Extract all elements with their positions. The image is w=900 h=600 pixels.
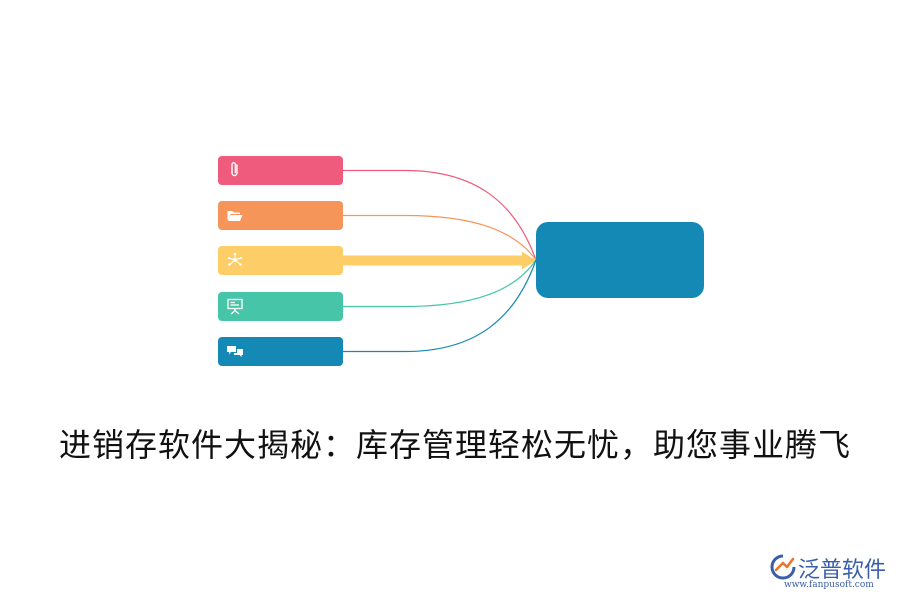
connector-line (343, 169, 537, 261)
connector-line (343, 259, 537, 353)
brand-logo: 泛普软件 www.fanpusoft.com (770, 552, 894, 592)
connector-line (343, 259, 537, 308)
brand-name: 泛普软件 (798, 558, 887, 583)
connector-line (343, 214, 537, 261)
branch-node-3 (218, 246, 343, 275)
network-icon (226, 251, 244, 269)
branch-node-1 (218, 156, 343, 185)
paperclip-icon (226, 161, 244, 179)
branch-node-2 (218, 201, 343, 230)
chat-bubbles-icon (226, 342, 244, 360)
branch-node-5 (218, 337, 343, 366)
diagram-caption: 进销存软件大揭秘：库存管理轻松无忧，助您事业腾飞 (58, 426, 851, 464)
branch-node-4 (218, 292, 343, 321)
brand-url: www.fanpusoft.com (784, 580, 874, 590)
connector-emphasized (343, 251, 536, 270)
presentation-board-icon (226, 297, 244, 315)
folder-icon (226, 206, 244, 224)
brand-mark-icon (770, 554, 796, 580)
center-topic-node (536, 222, 704, 298)
